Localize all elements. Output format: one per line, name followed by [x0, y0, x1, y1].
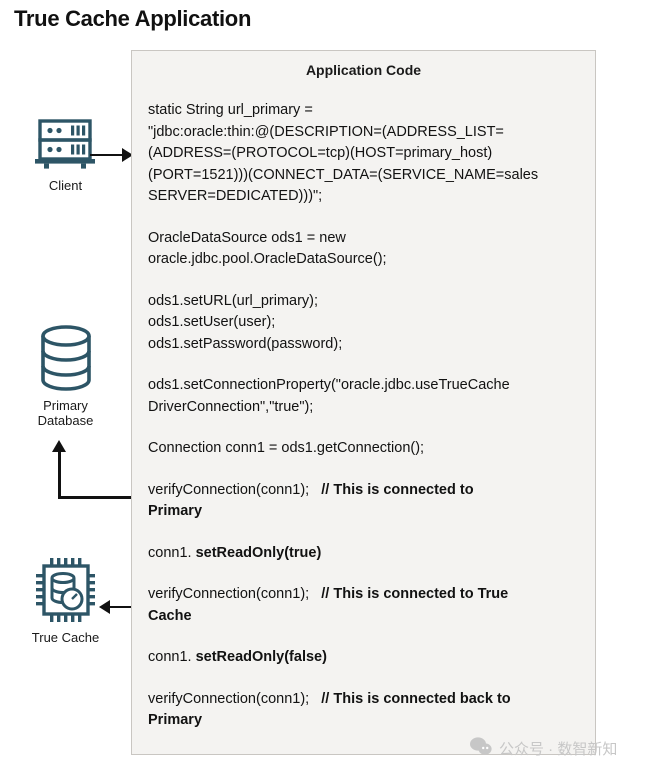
code-text: DriverConnection","true"); [148, 398, 314, 415]
code-line: Connection conn1 = ods1.getConnection(); [148, 438, 581, 460]
code-line: conn1. setReadOnly(false) [148, 647, 581, 669]
arrow-code-to-primary-horiz [58, 496, 142, 499]
code-line: ods1.setUser(user); [148, 312, 581, 334]
code-text: OracleDataSource ods1 = new [148, 229, 346, 246]
code-line: (PORT=1521)))(CONNECT_DATA=(SERVICE_NAME… [148, 165, 581, 187]
code-text: (ADDRESS=(PROTOCOL=tcp)(HOST=primary_hos… [148, 145, 493, 161]
arrow-code-to-primary-head [52, 440, 66, 452]
code-block-set-readonly-true: conn1. setReadOnly(true) [148, 543, 581, 565]
code-line: "jdbc:oracle:thin:@(DESCRIPTION=(ADDRESS… [148, 122, 581, 144]
server-rack-icon [0, 118, 131, 174]
code-line: ods1.setURL(url_primary); [148, 291, 581, 313]
code-text: SERVER=DEDICATED)))"; [148, 188, 323, 204]
code-text: conn1. [148, 649, 196, 665]
code-text: verifyConnection(conn1); [148, 481, 322, 498]
code-text: conn1. [148, 544, 196, 561]
application-code-panel: Application Code static String url_prima… [131, 50, 596, 755]
chip-cache-icon [0, 556, 131, 626]
code-line: Primary [148, 710, 581, 732]
code-text: Connection conn1 = ods1.getConnection(); [148, 440, 425, 456]
code-block-verify-back-primary: verifyConnection(conn1); // This is conn… [148, 689, 581, 732]
code-text: oracle.jdbc.pool.OracleDataSource(); [148, 251, 387, 267]
node-label-true-cache: True Cache [31, 630, 100, 645]
code-line: (ADDRESS=(PROTOCOL=tcp)(HOST=primary_hos… [148, 143, 581, 165]
code-line: Cache [148, 606, 581, 628]
arrow-code-to-cache-line [110, 606, 142, 608]
code-line: verifyConnection(conn1); // This is conn… [148, 689, 581, 711]
code-line: OracleDataSource ods1 = new [148, 228, 581, 250]
code-line: ods1.setConnectionProperty("oracle.jdbc.… [148, 375, 581, 397]
code-line: Primary [148, 501, 581, 523]
database-cylinder-icon [0, 322, 131, 394]
code-line: static String url_primary = [148, 100, 581, 122]
code-text: ods1.setPassword(password); [148, 335, 343, 352]
arrow-code-to-primary-vert [58, 452, 61, 499]
code-comment: // This is connected to [321, 481, 474, 498]
code-block-verify-primary: verifyConnection(conn1); // This is conn… [148, 480, 581, 523]
code-text: static String url_primary = [148, 102, 313, 118]
diagram-node-client: Client [0, 118, 131, 193]
code-line: verifyConnection(conn1); // This is conn… [148, 584, 581, 606]
arrow-code-to-cache-head [99, 600, 110, 614]
code-block-url-primary: static String url_primary = "jdbc:oracle:… [148, 100, 581, 208]
code-comment: setReadOnly(true) [195, 544, 322, 561]
code-text: (PORT=1521)))(CONNECT_DATA=(SERVICE_NAME… [148, 166, 539, 183]
code-comment: Primary [148, 712, 203, 728]
diagram-node-true-cache: True Cache [0, 556, 131, 645]
code-comment: Primary [148, 503, 203, 519]
code-comment: // This is connected back to [321, 690, 511, 707]
code-listing: static String url_primary = "jdbc:oracle:… [132, 78, 595, 732]
code-text: verifyConnection(conn1); [148, 586, 322, 602]
code-line: DriverConnection","true"); [148, 397, 581, 419]
code-block-set-readonly-false: conn1. setReadOnly(false) [148, 647, 581, 669]
code-block-datasource-new: OracleDataSource ods1 = new oracle.jdbc.p… [148, 228, 581, 271]
code-line: verifyConnection(conn1); // This is conn… [148, 480, 581, 502]
arrow-client-to-code-head [122, 148, 133, 162]
page-title: True Cache Application [14, 6, 252, 31]
code-text: ods1.setConnectionProperty("oracle.jdbc.… [148, 377, 510, 393]
node-label-primary-database: Primary Database [0, 398, 131, 428]
architecture-diagram: Client Primary Database [0, 0, 142, 773]
code-text: "jdbc:oracle:thin:@(DESCRIPTION=(ADDRESS… [148, 123, 504, 140]
code-block-get-connection: Connection conn1 = ods1.getConnection(); [148, 438, 581, 460]
panel-title: Application Code [305, 62, 422, 78]
code-line: conn1. setReadOnly(true) [148, 543, 581, 565]
code-block-connection-property: ods1.setConnectionProperty("oracle.jdbc.… [148, 375, 581, 418]
code-line: SERVER=DEDICATED)))"; [148, 186, 581, 208]
code-comment: setReadOnly(false) [195, 649, 327, 665]
code-block-verify-true-cache: verifyConnection(conn1); // This is conn… [148, 584, 581, 627]
arrow-client-to-code-line [90, 154, 130, 156]
node-label-client: Client [48, 178, 83, 193]
code-line: oracle.jdbc.pool.OracleDataSource(); [148, 249, 581, 271]
code-comment: // This is connected to True [321, 586, 509, 602]
code-text: ods1.setURL(url_primary); [148, 292, 319, 309]
code-line: ods1.setPassword(password); [148, 334, 581, 356]
code-comment: Cache [148, 607, 192, 624]
diagram-node-primary-database: Primary Database [0, 322, 131, 428]
code-block-credentials: ods1.setURL(url_primary); ods1.setUser(us… [148, 291, 581, 356]
node-label-primary-database-text: Primary Database [37, 398, 94, 428]
code-text: verifyConnection(conn1); [148, 690, 322, 707]
code-text: ods1.setUser(user); [148, 314, 276, 330]
